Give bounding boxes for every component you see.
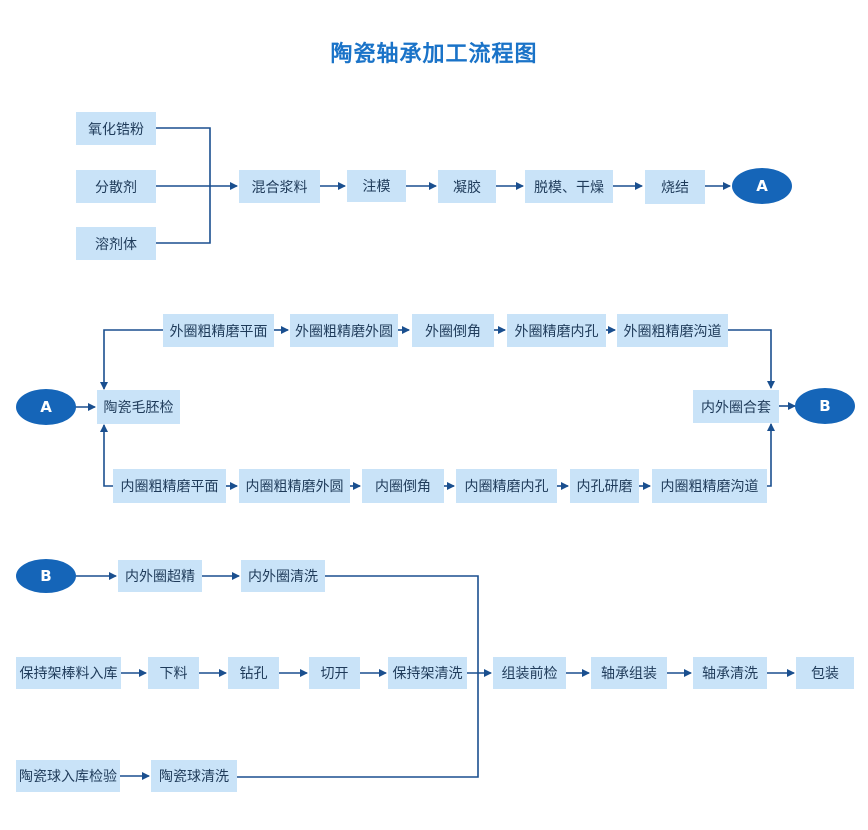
node-gel: 凝胶 — [438, 170, 496, 203]
node-dispersant: 分散剂 — [76, 170, 156, 203]
connector-b-out: B — [795, 388, 855, 424]
connector-a-out: A — [732, 168, 792, 204]
node-ball-clean: 陶瓷球清洗 — [151, 760, 237, 792]
node-ring-match: 内外圈合套 — [693, 390, 779, 423]
node-ring-clean: 内外圈清洗 — [241, 560, 325, 592]
node-demold: 脱模、干燥 — [525, 170, 613, 203]
line-inner-match — [767, 423, 775, 487]
line-merge — [237, 575, 479, 778]
line-bottom-loop — [100, 424, 113, 487]
node-assembly: 轴承组装 — [591, 657, 667, 689]
node-outer-od: 外圈粗精磨外圆 — [290, 314, 398, 347]
node-inner-chamfer: 内圈倒角 — [362, 469, 444, 503]
node-drill: 钻孔 — [228, 657, 279, 689]
node-inner-id: 内圈精磨内孔 — [456, 469, 557, 503]
node-inner-od: 内圈粗精磨外圆 — [239, 469, 350, 503]
node-bearing-clean: 轴承清洗 — [693, 657, 767, 689]
node-package: 包装 — [796, 657, 854, 689]
node-cage-stock: 保持架棒料入库 — [16, 657, 121, 689]
node-inner-groove: 内圈粗精磨沟道 — [652, 469, 767, 503]
connector-b-in: B — [16, 559, 76, 593]
node-outer-id: 外圈精磨内孔 — [507, 314, 606, 347]
node-outer-groove: 外圈粗精磨沟道 — [617, 314, 728, 347]
node-cut-material: 下料 — [148, 657, 199, 689]
line-top-loop — [100, 329, 163, 390]
node-sinter: 烧结 — [645, 170, 705, 204]
node-mix: 混合浆料 — [239, 170, 320, 203]
node-cage-clean: 保持架清洗 — [388, 657, 467, 689]
node-inject: 注模 — [347, 170, 406, 202]
node-ball-stock: 陶瓷球入库检验 — [16, 760, 120, 792]
node-zro2: 氧化锆粉 — [76, 112, 156, 145]
node-inner-flat: 内圈粗精磨平面 — [113, 469, 226, 503]
diagram-title: 陶瓷轴承加工流程图 — [330, 42, 538, 67]
node-assembly-check: 组装前检 — [493, 657, 566, 689]
node-slot: 切开 — [309, 657, 360, 689]
node-blank-check: 陶瓷毛胚检 — [97, 390, 180, 424]
node-inner-lap: 内孔研磨 — [570, 469, 639, 503]
node-solvent: 溶剂体 — [76, 227, 156, 260]
node-superfinish: 内外圈超精 — [118, 560, 202, 592]
node-outer-chamfer: 外圈倒角 — [412, 314, 494, 347]
line-outer-match — [728, 329, 775, 389]
connector-a-in: A — [16, 389, 76, 425]
node-outer-flat: 外圈粗精磨平面 — [163, 314, 274, 347]
